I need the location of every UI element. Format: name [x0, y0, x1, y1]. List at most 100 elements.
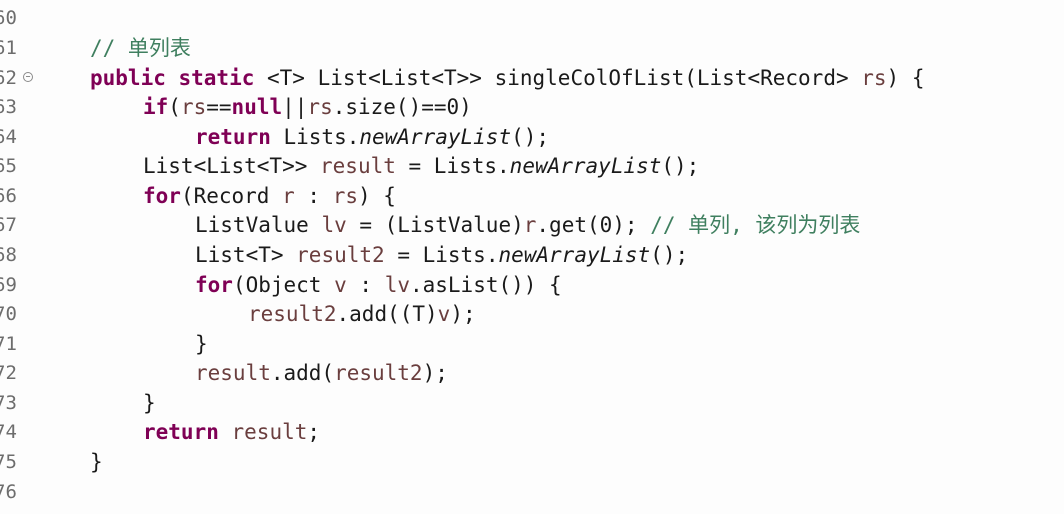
variable-token: v	[334, 273, 347, 297]
code-token: = (ListValue)	[346, 213, 524, 237]
code-line: 74 return result;	[0, 418, 1064, 447]
comment-token: // 单列, 该列为列表	[650, 213, 861, 237]
code-token: = Lists.	[395, 154, 510, 178]
code-text: }	[195, 330, 208, 359]
code-token: :	[346, 273, 385, 297]
line-number: 61	[0, 37, 17, 59]
keyword-token: for	[195, 273, 233, 297]
code-token: }	[195, 332, 208, 356]
variable-token: result2	[296, 243, 385, 267]
code-line: 72 result.add(result2);	[0, 359, 1064, 388]
code-token: .add(	[270, 361, 335, 385]
variable-token: rs	[332, 184, 358, 208]
variable-token: rs	[307, 95, 333, 119]
code-text: List<List<T>> result = Lists.newArrayLis…	[143, 152, 699, 181]
line-number: 66	[0, 185, 17, 207]
variable-token: r	[282, 184, 295, 208]
code-line: 65 List<List<T>> result = Lists.newArrayL…	[0, 152, 1064, 181]
variable-token: result2	[248, 302, 337, 326]
line-number: 67	[0, 214, 17, 236]
code-token: .asList()) {	[409, 273, 562, 297]
variable-token: result	[195, 361, 271, 385]
code-text: return result;	[143, 418, 320, 447]
code-text: if(rs==null||rs.size()==0)	[143, 93, 472, 122]
line-number: 69	[0, 274, 17, 296]
line-number: 65	[0, 155, 17, 177]
method-token: newArrayList	[359, 125, 512, 149]
code-line: 70 result2.add((T)v);	[0, 300, 1064, 329]
variable-token: rs	[861, 66, 887, 90]
comment-token: // 单列表	[90, 36, 191, 60]
code-token: <T> List<List<T>> singleColOfList(List<R…	[254, 66, 862, 90]
line-number: 76	[0, 481, 17, 503]
code-token: .size()==0)	[332, 95, 472, 119]
code-token: ==	[206, 95, 232, 119]
code-token: .add((T)	[336, 302, 438, 326]
code-token	[219, 420, 232, 444]
code-line: 73}	[0, 389, 1064, 418]
code-text: List<T> result2 = Lists.newArrayList();	[195, 241, 688, 270]
keyword-token: return	[143, 420, 219, 444]
line-number: 72	[0, 362, 17, 384]
code-token: ();	[661, 154, 700, 178]
code-text: return Lists.newArrayList();	[195, 123, 549, 152]
code-token: :	[294, 184, 333, 208]
code-token: (Record	[180, 184, 283, 208]
code-token: ) {	[357, 184, 396, 208]
variable-token: rs	[180, 95, 207, 119]
code-text: }	[90, 448, 103, 477]
code-line: 63if(rs==null||rs.size()==0)	[0, 93, 1064, 122]
variable-token: v	[437, 302, 451, 326]
code-line: 76	[0, 478, 1064, 507]
line-number: 64	[0, 126, 17, 148]
code-token: ();	[511, 125, 550, 149]
method-token: newArrayList	[498, 243, 651, 267]
code-token: (Object	[232, 273, 335, 297]
code-token: List<T>	[195, 243, 297, 267]
code-text: }	[143, 389, 156, 418]
code-line: 64 return Lists.newArrayList();	[0, 123, 1064, 152]
variable-token: lv	[384, 273, 410, 297]
code-line: 71}	[0, 330, 1064, 359]
code-line: 61 // 单列表	[0, 34, 1064, 63]
line-number: 60	[0, 7, 17, 29]
variable-token: r	[523, 213, 537, 237]
line-number: 75	[0, 451, 17, 473]
code-line: 68List<T> result2 = Lists.newArrayList()…	[0, 241, 1064, 270]
variable-token: lv	[321, 213, 347, 237]
line-number: 74	[0, 421, 17, 443]
variable-token: result	[231, 420, 308, 444]
code-token: }	[90, 450, 103, 474]
code-token: ();	[650, 243, 689, 267]
variable-token: result2	[334, 361, 423, 385]
method-token: newArrayList	[509, 154, 662, 178]
line-number: 63	[0, 96, 17, 118]
keyword-token: public static	[90, 66, 255, 90]
code-text: public static <T> List<List<T>> singleCo…	[90, 64, 924, 93]
code-line: 69 for(Object v : lv.asList()) {	[0, 271, 1064, 300]
keyword-token: for	[143, 184, 181, 208]
keyword-token: if	[143, 95, 169, 119]
code-token: ListValue	[195, 213, 322, 237]
code-line: 66 for(Record r : rs) {	[0, 182, 1064, 211]
line-number: 73	[0, 392, 17, 414]
code-text: for(Record r : rs) {	[143, 182, 396, 211]
keyword-token: null	[231, 95, 283, 119]
code-token: );	[422, 361, 448, 385]
code-token: ) {	[886, 66, 925, 90]
code-token: ||	[282, 95, 308, 119]
code-line: 67 ListValue lv = (ListValue)r.get(0); //…	[0, 211, 1064, 240]
code-line: 60	[0, 4, 1064, 33]
line-number: 70	[0, 303, 17, 325]
code-token: (	[168, 95, 181, 119]
code-text: ListValue lv = (ListValue)r.get(0); // 单…	[195, 211, 860, 240]
code-text: result.add(result2);	[195, 359, 448, 388]
code-text: result2.add((T)v);	[248, 300, 476, 329]
code-token: }	[143, 391, 156, 415]
code-line: 75}	[0, 448, 1064, 477]
fold-toggle-icon[interactable]: −	[23, 72, 33, 82]
keyword-token: return	[195, 125, 271, 149]
line-number: 71	[0, 333, 17, 355]
variable-token: result	[320, 154, 396, 178]
